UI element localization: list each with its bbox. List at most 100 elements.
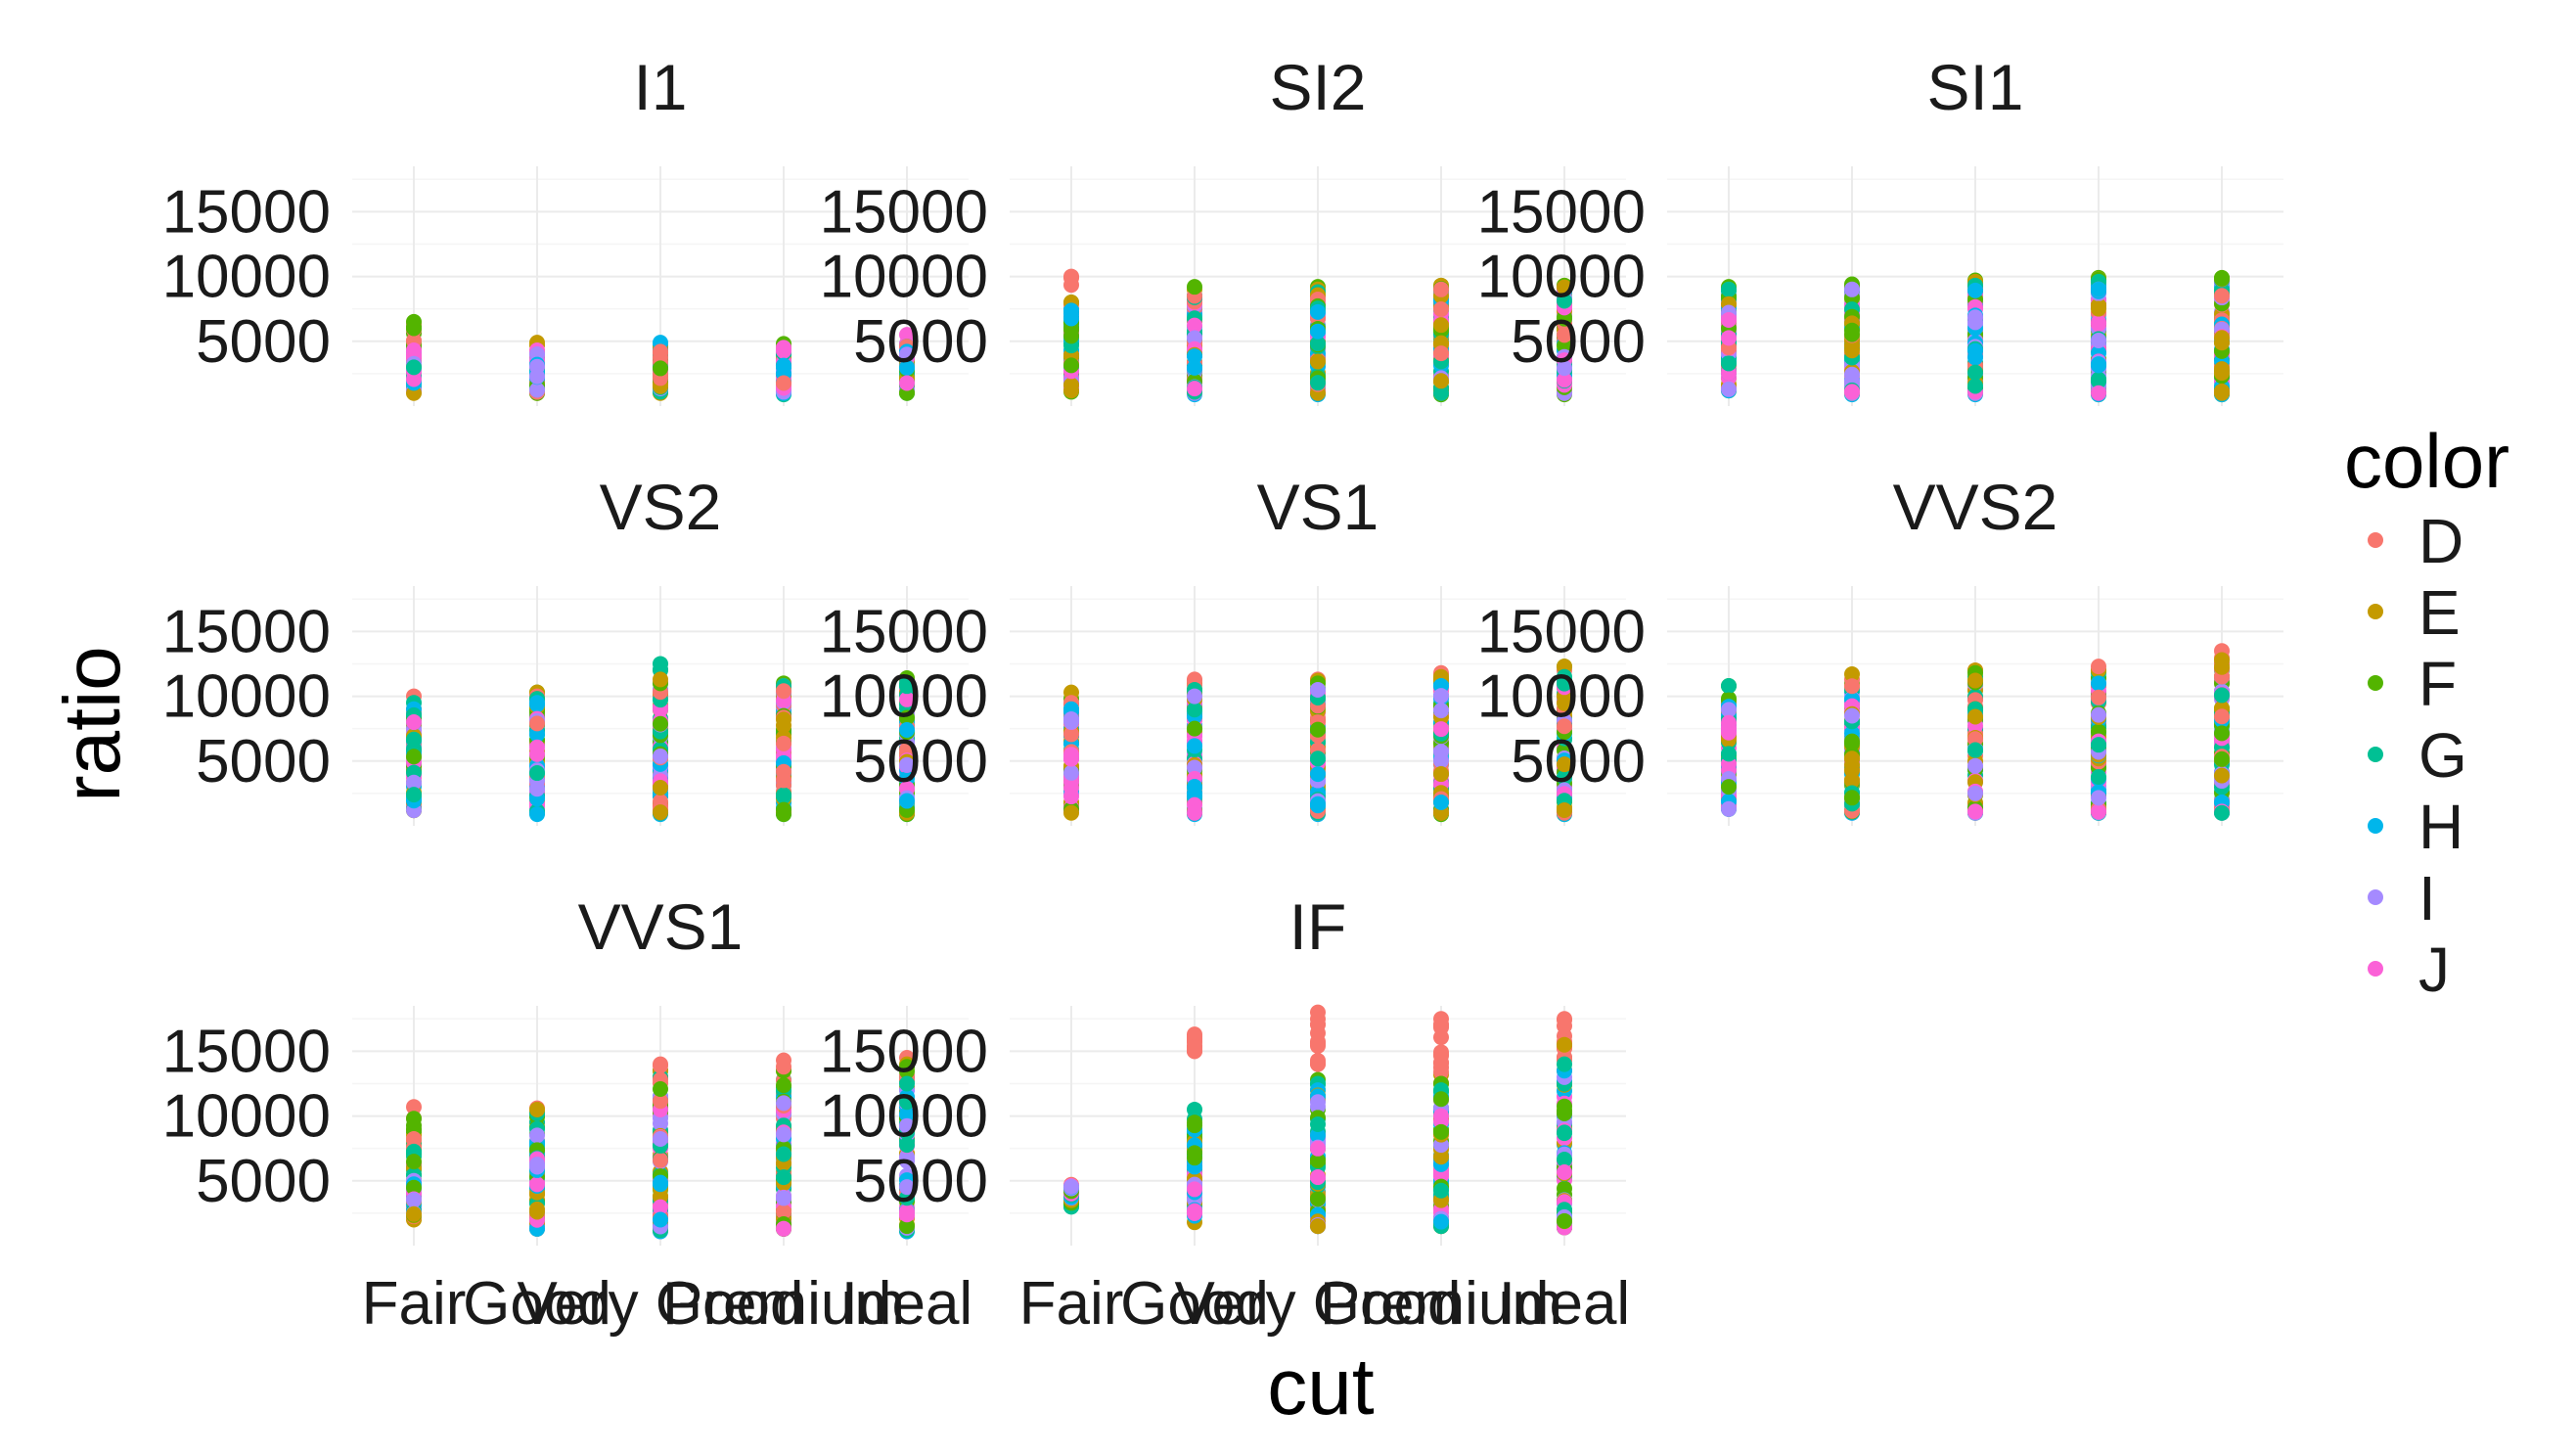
y-tick-label: 10000 [820, 1083, 988, 1151]
data-point [406, 749, 422, 765]
facet-strip-title: SI2 [1269, 51, 1366, 123]
data-point [1721, 381, 1737, 397]
data-point [2091, 706, 2106, 723]
data-point [1557, 327, 1572, 343]
data-point [899, 793, 915, 809]
data-point [776, 1169, 791, 1186]
facet-strip-title: VS1 [1257, 471, 1379, 543]
data-point [1063, 357, 1079, 374]
data-point [1557, 372, 1572, 388]
data-point [653, 671, 668, 688]
data-point [1433, 373, 1449, 389]
facet-strip-title: SI1 [1926, 51, 2023, 123]
data-point [2214, 288, 2230, 304]
facet-strip-title: IF [1289, 890, 1347, 963]
data-point [2214, 708, 2230, 725]
data-point [1721, 281, 1737, 297]
data-point [1310, 1115, 1326, 1132]
data-point [1557, 310, 1572, 327]
data-point [1721, 311, 1737, 328]
data-point [406, 731, 422, 748]
data-point [1844, 384, 1860, 400]
data-point [2091, 659, 2106, 675]
data-point [1187, 779, 1202, 796]
data-point [1433, 1123, 1449, 1140]
data-point [1187, 720, 1202, 737]
legend-key-i [2368, 889, 2383, 905]
data-point [529, 715, 545, 732]
data-point [1844, 366, 1860, 383]
data-point [1187, 1117, 1202, 1134]
y-tick-label: 15000 [162, 598, 331, 665]
data-point [653, 779, 668, 796]
data-point [1844, 342, 1860, 359]
data-point [1187, 330, 1202, 346]
data-point [1187, 359, 1202, 376]
data-point [899, 346, 915, 363]
legend-key-d [2368, 532, 2383, 548]
y-axis-title: ratio [48, 646, 137, 802]
data-point [1310, 353, 1326, 370]
data-point [1187, 381, 1202, 397]
facet-panels: I150001000015000SI250001000015000SI15000… [162, 51, 2283, 1338]
data-point [1310, 303, 1326, 320]
data-point [1967, 757, 1983, 774]
legend-label: J [2418, 934, 2450, 1005]
y-tick-label: 5000 [196, 728, 331, 796]
legend-key-g [2368, 747, 2383, 762]
data-point [653, 1131, 668, 1148]
data-point [1063, 710, 1079, 727]
y-tick-label: 15000 [1477, 598, 1646, 665]
data-point [776, 683, 791, 700]
y-tick-label: 10000 [1477, 244, 1646, 311]
data-point [1557, 360, 1572, 377]
y-tick-label: 15000 [820, 598, 988, 665]
data-point [1433, 281, 1449, 297]
legend-label: D [2418, 506, 2463, 576]
data-point [529, 1176, 545, 1193]
y-tick-label: 10000 [162, 1083, 331, 1151]
data-point [1557, 293, 1572, 309]
data-point [1721, 355, 1737, 372]
x-tick-label: Ideal [841, 1270, 972, 1338]
data-point [1844, 790, 1860, 806]
x-axis-title: cut [1267, 1342, 1375, 1432]
y-tick-label: 10000 [1477, 663, 1646, 731]
data-point [1433, 766, 1449, 783]
x-tick-label: Fair [362, 1270, 467, 1338]
data-point [1310, 1191, 1326, 1207]
data-point [1310, 796, 1326, 812]
legend-label: E [2418, 577, 2461, 648]
data-point [1063, 1178, 1079, 1195]
data-point [1433, 703, 1449, 719]
data-point [1433, 317, 1449, 334]
data-point [1063, 804, 1079, 821]
data-point [1433, 1055, 1449, 1071]
data-point [1557, 1098, 1572, 1114]
data-point [1310, 750, 1326, 767]
data-point [899, 327, 915, 343]
data-point [2214, 767, 2230, 784]
data-point [776, 1190, 791, 1206]
data-point [1967, 342, 1983, 359]
data-point [776, 1077, 791, 1094]
legend-title: color [2344, 418, 2509, 504]
x-tick-label: Ideal [1499, 1270, 1630, 1338]
data-point [1310, 323, 1326, 340]
data-point [1557, 279, 1572, 296]
y-tick-label: 15000 [820, 1018, 988, 1085]
data-point [776, 711, 791, 728]
data-point [1967, 708, 1983, 725]
data-point [2091, 769, 2106, 786]
data-point [406, 787, 422, 803]
data-point [1967, 364, 1983, 381]
data-point [776, 375, 791, 391]
data-point [1310, 375, 1326, 391]
y-tick-label: 5000 [853, 308, 988, 376]
y-tick-label: 10000 [162, 244, 331, 311]
data-point [1187, 1145, 1202, 1161]
data-point [1844, 707, 1860, 724]
data-point [653, 1152, 668, 1168]
data-point [1557, 338, 1572, 354]
